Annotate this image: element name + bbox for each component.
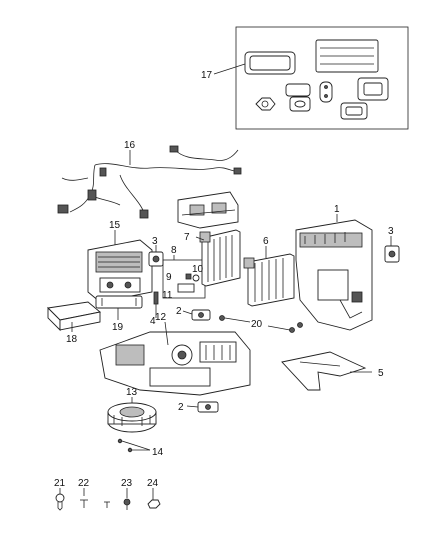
callout-16: 16 xyxy=(124,140,136,151)
fastener-22b xyxy=(104,501,110,508)
callout-14: 14 xyxy=(152,447,164,458)
callout-18: 18 xyxy=(66,334,78,345)
actuator-lower xyxy=(197,401,219,413)
callout-3-left: 3 xyxy=(152,236,158,247)
evaporator xyxy=(243,253,295,307)
blower-housing xyxy=(87,239,153,303)
blower-motor xyxy=(107,402,157,433)
callout-9: 9 xyxy=(166,272,172,283)
callout-3-right: 3 xyxy=(388,226,394,237)
lower-case xyxy=(99,331,251,396)
floor-duct xyxy=(281,351,367,391)
fastener-24 xyxy=(147,499,161,509)
mounting-bracket xyxy=(177,191,239,229)
callout-17: 17 xyxy=(201,70,213,81)
hvac-case xyxy=(295,219,373,331)
fastener-21 xyxy=(55,493,65,511)
fastener-22 xyxy=(80,499,88,508)
callout-8: 8 xyxy=(171,245,177,256)
callout-20: 20 xyxy=(251,319,263,330)
callout-10: 10 xyxy=(192,264,204,275)
callout-6: 6 xyxy=(263,236,269,247)
callout-2-upper: 2 xyxy=(176,306,182,317)
callout-24: 24 xyxy=(147,478,159,489)
heater-core xyxy=(199,229,241,287)
screws-20 xyxy=(219,315,303,333)
callout-1: 1 xyxy=(334,204,340,215)
callout-22: 22 xyxy=(78,478,90,489)
callout-7: 7 xyxy=(184,232,190,243)
filter-door xyxy=(95,295,143,309)
clip xyxy=(153,291,159,305)
callout-15: 15 xyxy=(109,220,121,231)
actuator-upper xyxy=(191,309,211,321)
callout-4: 4 xyxy=(150,316,156,327)
callout-11: 11 xyxy=(162,290,173,301)
screws-14 xyxy=(117,438,133,453)
actuator-left xyxy=(148,251,164,267)
callout-2-lower: 2 xyxy=(178,402,184,413)
callout-12: 12 xyxy=(155,312,167,323)
wiring-harness xyxy=(57,145,242,219)
cabin-air-filter xyxy=(47,301,102,332)
callout-5: 5 xyxy=(378,368,384,379)
callout-19: 19 xyxy=(112,322,124,333)
seal-kit-inset xyxy=(235,26,409,130)
actuator-right xyxy=(384,245,400,263)
callout-21: 21 xyxy=(54,478,66,489)
callout-13: 13 xyxy=(126,387,138,398)
fastener-23 xyxy=(123,498,131,510)
callout-23: 23 xyxy=(121,478,133,489)
